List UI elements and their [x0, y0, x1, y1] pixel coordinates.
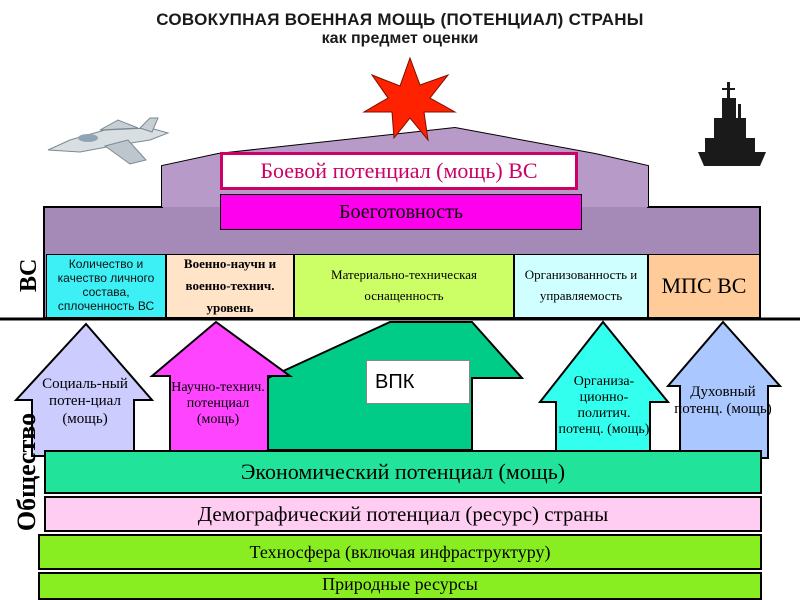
vs-scitech-cell: Военно-научн и военно-технич. уровень [166, 254, 294, 318]
vs-material-cell: Материально-техническая оснащенность [294, 254, 514, 318]
society-side-label: Общество [12, 412, 41, 532]
vs-organization-cell: Организованность и управляемость [514, 254, 648, 318]
fighter-jet-icon [47, 117, 170, 165]
explosion-icon [362, 56, 457, 142]
vpk-label: ВПК [366, 360, 470, 404]
economic-potential-bar: Экономический потенциал (мощь) [44, 450, 762, 494]
demographic-potential-bar: Демографический потенциал (ресурс) стран… [44, 496, 762, 532]
natural-resources-bar: Природные ресурсы [38, 572, 762, 600]
warship-icon [698, 82, 766, 166]
org-political-label: Организа-ционно-политич. потенц. (мощь) [558, 374, 650, 438]
page-subtitle: как предмет оценки [321, 30, 479, 47]
readiness-bar: Боеготовность [220, 194, 582, 230]
social-potential-label: Социаль-ный потен-циал (мощь) [42, 376, 128, 427]
combat-potential-box: Боевой потенциал (мощь) ВС [220, 152, 578, 190]
social-potential-arrow [13, 322, 155, 457]
scientific-potential-arrow [149, 320, 294, 457]
spiritual-potential-label: Духовный потенц. (мощь) [674, 384, 772, 418]
technosphere-bar: Техносфера (включая инфраструктуру) [38, 534, 762, 570]
vs-quantity-cell: Количество и качество личного состава, с… [46, 254, 166, 318]
spiritual-arrow [665, 320, 783, 459]
page-title: СОВОКУПНАЯ ВОЕННАЯ МОЩЬ (ПОТЕНЦИАЛ) СТРА… [156, 10, 644, 29]
scientific-potential-label: Научно-технич. потенциал (мощь) [171, 380, 265, 428]
vs-side-label: ВС [16, 258, 42, 292]
org-political-arrow [537, 320, 671, 461]
vs-mps-cell: МПС ВС [648, 254, 760, 318]
